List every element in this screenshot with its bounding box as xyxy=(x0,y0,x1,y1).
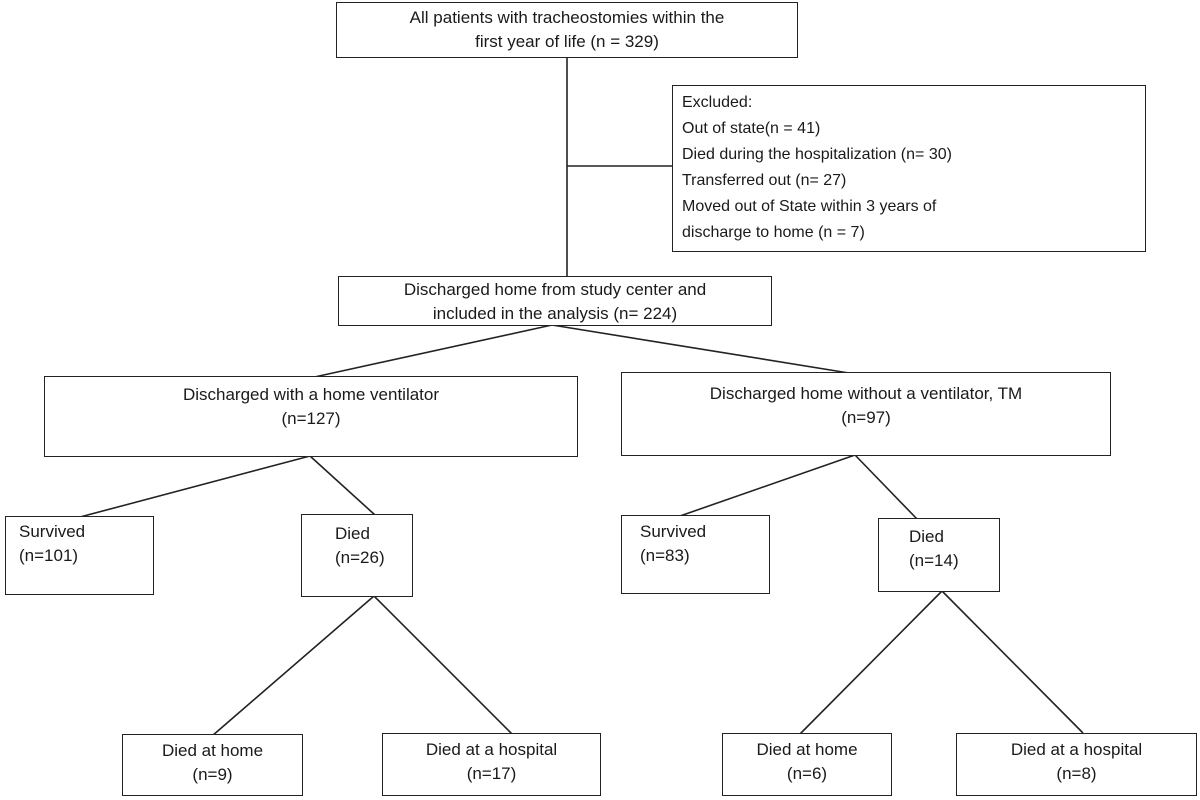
novent-died-home-label: Died at home xyxy=(756,740,858,759)
all-patients-line1: All patients with tracheostomies within … xyxy=(409,8,725,27)
all-patients-box: All patients with tracheostomies within … xyxy=(336,2,798,58)
all-patients-line2: first year of life (n = 329) xyxy=(475,32,659,51)
excluded-item: Died during the hospitalization (n= 30) xyxy=(682,146,952,163)
connector-included-to-no-ventilator xyxy=(551,324,856,375)
novent-died-hospital-label: Died at a hospital xyxy=(1010,740,1143,759)
included-line2: included in the analysis (n= 224) xyxy=(432,304,678,323)
vent-died-label: Died xyxy=(335,524,370,543)
vent-died-home-box: Died at home (n=9) xyxy=(122,734,303,796)
connector-novent-died-to-home xyxy=(799,590,943,735)
connector-no-ventilator-to-died xyxy=(854,454,918,520)
vent-died-count: (n=26) xyxy=(335,548,385,567)
connector-no-ventilator-to-survived xyxy=(679,454,856,517)
ventilator-count: (n=127) xyxy=(281,409,341,428)
no-ventilator-box: Discharged home without a ventilator, TM… xyxy=(621,372,1111,456)
excluded-item: Out of state(n = 41) xyxy=(682,120,821,137)
novent-died-home-count: (n=6) xyxy=(786,764,828,783)
vent-died-hospital-box: Died at a hospital (n=17) xyxy=(382,733,601,796)
vent-died-hospital-label: Died at a hospital xyxy=(425,740,558,759)
novent-died-count: (n=14) xyxy=(909,551,959,570)
connector-vent-died-to-hospital xyxy=(373,595,513,735)
vent-died-home-count: (n=9) xyxy=(192,765,233,784)
novent-died-box: Died (n=14) xyxy=(878,518,1000,592)
excluded-title: Excluded: xyxy=(682,94,753,111)
novent-died-hospital-box: Died at a hospital (n=8) xyxy=(956,733,1197,796)
novent-survived-box: Survived (n=83) xyxy=(621,515,770,594)
included-line1: Discharged home from study center and xyxy=(403,280,707,299)
novent-died-home-box: Died at home (n=6) xyxy=(722,733,892,796)
connector-ventilator-to-died xyxy=(309,455,376,516)
novent-survived-count: (n=83) xyxy=(640,546,690,565)
vent-survived-label: Survived xyxy=(19,522,86,541)
novent-died-hospital-count: (n=8) xyxy=(1056,764,1097,783)
connector-included-to-ventilator xyxy=(309,324,553,379)
connector-ventilator-to-survived xyxy=(79,455,311,518)
vent-died-home-label: Died at home xyxy=(161,741,264,760)
excluded-item: discharge to home (n = 7) xyxy=(682,224,865,241)
vent-survived-box: Survived (n=101) xyxy=(5,516,154,595)
connector-vent-died-to-home xyxy=(211,595,375,737)
vent-survived-count: (n=101) xyxy=(19,546,79,565)
excluded-item: Moved out of State within 3 years of xyxy=(682,198,937,215)
ventilator-label: Discharged with a home ventilator xyxy=(182,385,440,404)
included-box: Discharged home from study center and in… xyxy=(338,276,772,326)
excluded-item: Transferred out (n= 27) xyxy=(682,172,847,189)
vent-died-box: Died (n=26) xyxy=(301,514,413,597)
no-ventilator-label: Discharged home without a ventilator, TM xyxy=(709,384,1023,403)
connector-novent-died-to-hospital xyxy=(941,590,1084,734)
excluded-box: Excluded: Out of state(n = 41) Died duri… xyxy=(672,85,1146,252)
novent-survived-label: Survived xyxy=(640,522,707,541)
novent-died-label: Died xyxy=(909,527,944,546)
no-ventilator-count: (n=97) xyxy=(841,408,891,427)
ventilator-box: Discharged with a home ventilator (n=127… xyxy=(44,376,578,457)
vent-died-hospital-count: (n=17) xyxy=(466,764,517,783)
